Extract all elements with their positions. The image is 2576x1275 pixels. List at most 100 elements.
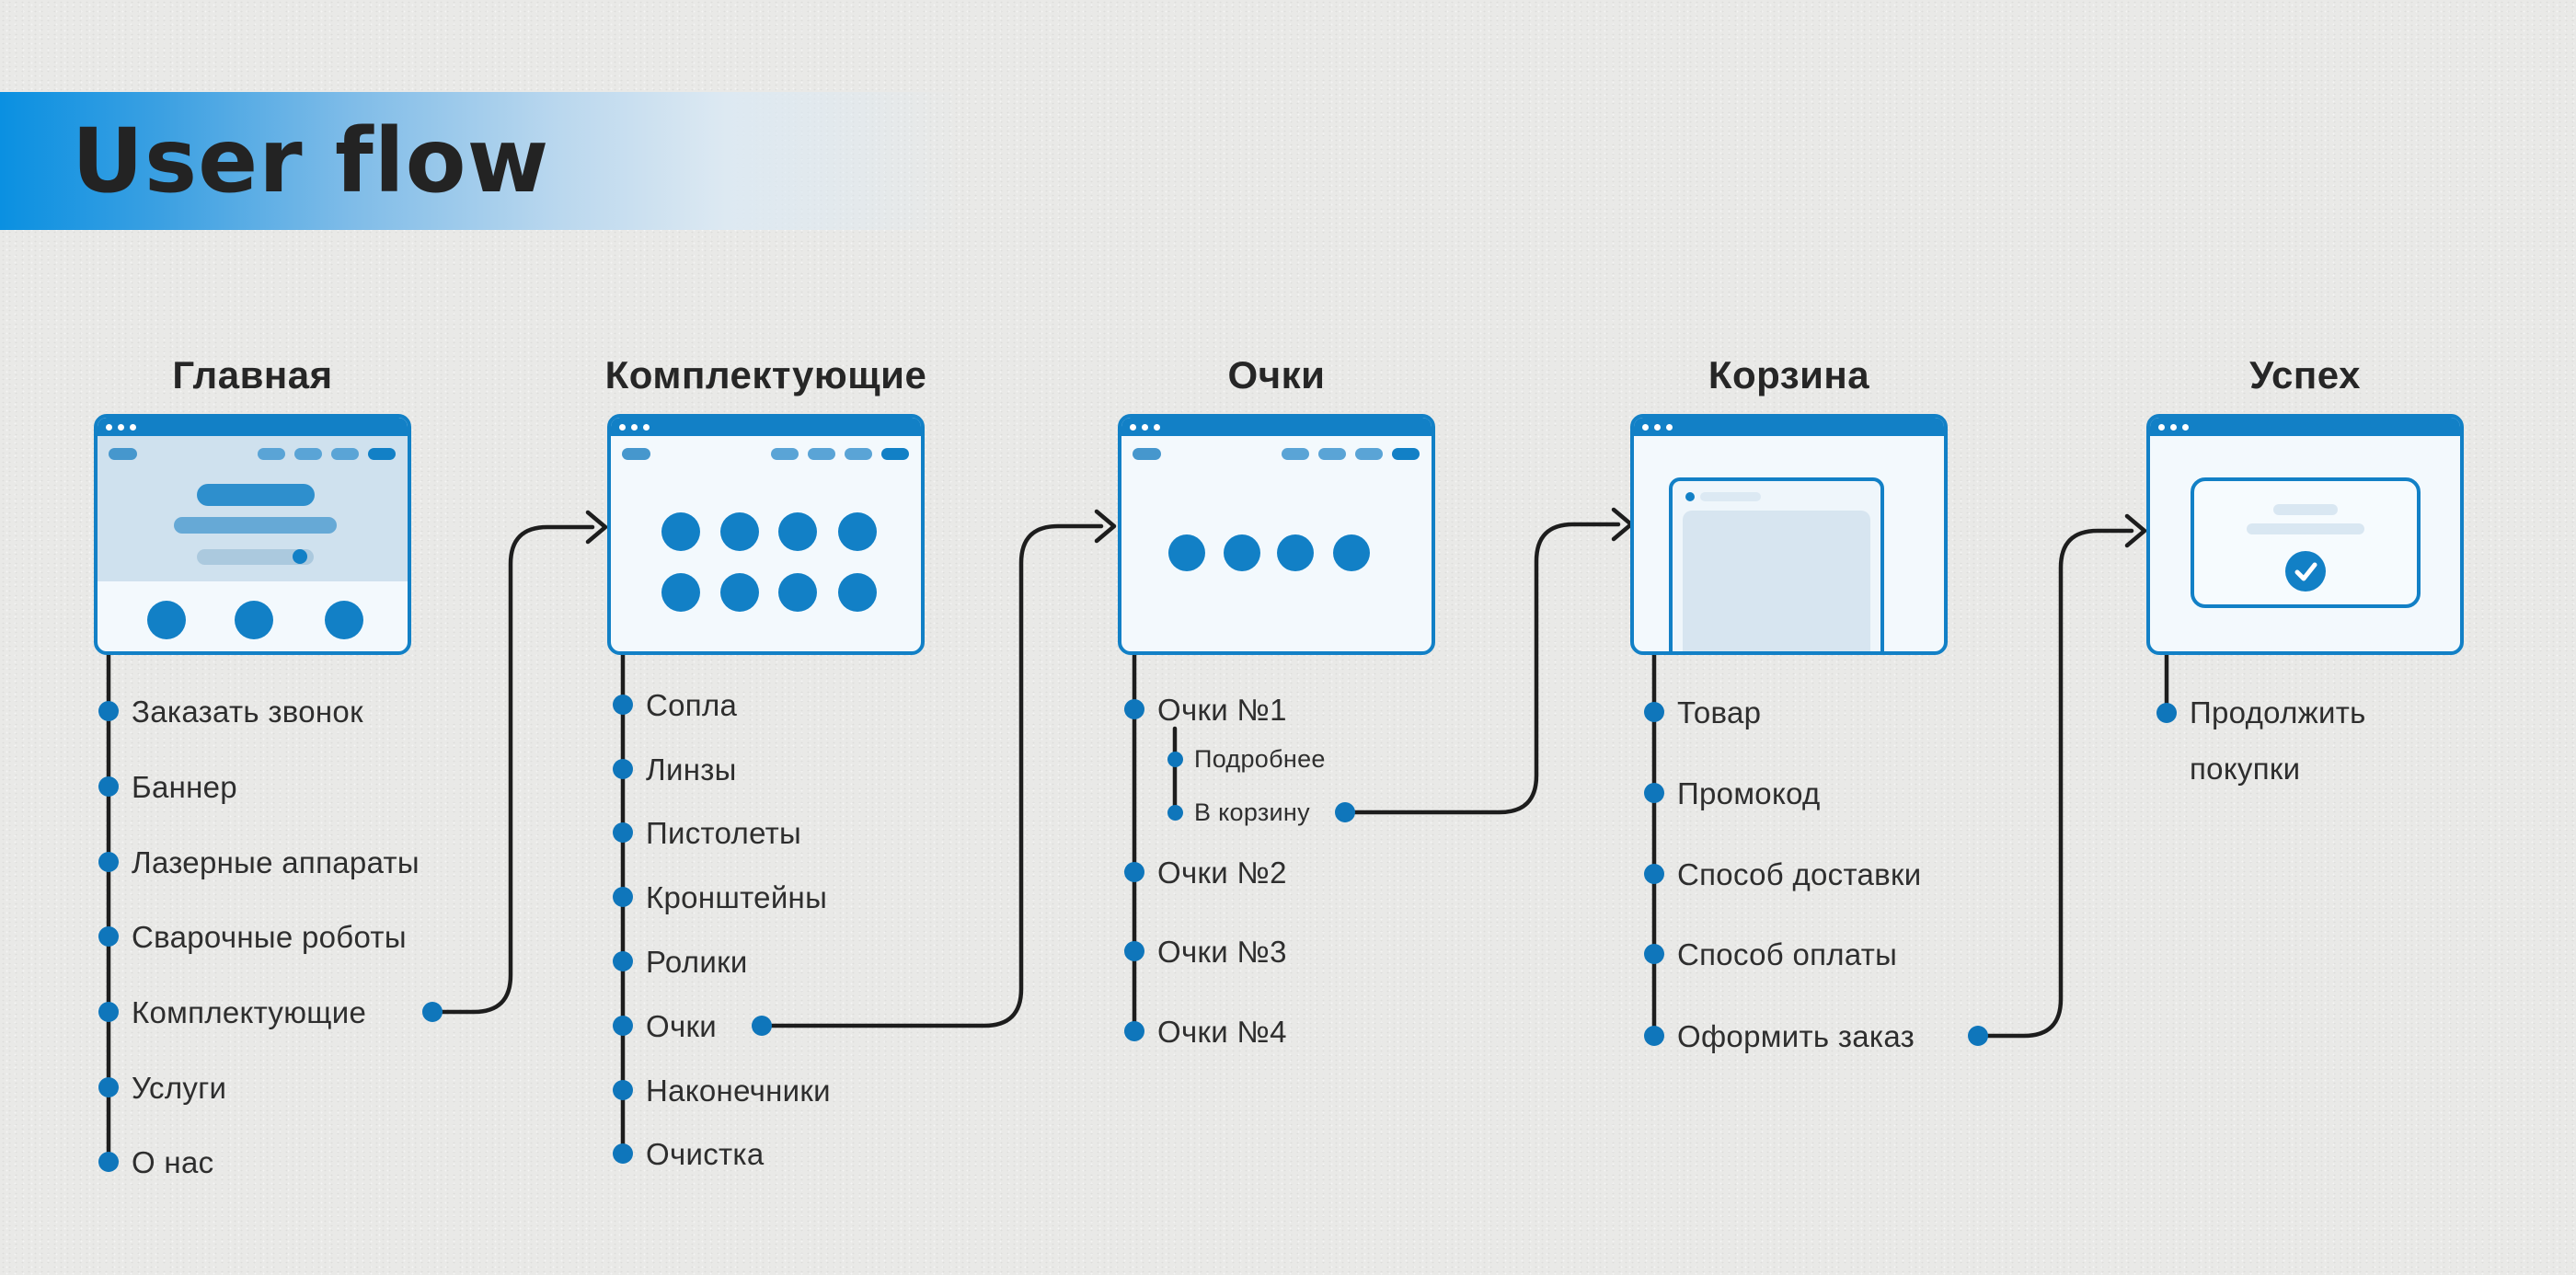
item-bullet	[613, 951, 633, 971]
item-label: Сварочные роботы	[132, 919, 407, 954]
window-nav-row-glasses	[1133, 448, 1420, 460]
page-title: User flow	[72, 109, 550, 212]
feature-circle	[1224, 534, 1260, 571]
window-dot	[643, 423, 650, 431]
feature-circle	[1168, 534, 1205, 571]
cart-items-panel	[1683, 511, 1870, 651]
logo-pill	[109, 448, 137, 460]
flow-subitem-glasses-1: В корзину	[1167, 798, 1310, 827]
item-bullet	[1124, 1021, 1144, 1041]
item-bullet	[98, 776, 119, 797]
column-title-cart: Корзина	[1708, 353, 1870, 396]
flow-item-components-6: Наконечники	[613, 1072, 831, 1108]
nav-pill-group	[1282, 448, 1420, 460]
flow-item-home-3: Сварочные роботы	[98, 918, 407, 955]
flow-item-home-1: Баннер	[98, 768, 237, 805]
flow-item-cart-2: Способ доставки	[1644, 856, 1921, 892]
feature-circle	[235, 601, 273, 639]
feature-circle	[1277, 534, 1314, 571]
flow-item-components-0: Сопла	[613, 686, 737, 723]
flow-item-home-5: Услуги	[98, 1069, 226, 1106]
item-label: Баннер	[132, 769, 237, 804]
feature-circle	[720, 573, 759, 612]
window-dot	[2182, 423, 2189, 431]
item-label: Подробнее	[1194, 744, 1326, 773]
flow-item-cart-1: Промокод	[1644, 775, 1821, 811]
feature-circle	[661, 512, 700, 551]
window-dot	[619, 423, 626, 431]
flow-item-glasses-2: Очки №3	[1124, 933, 1287, 970]
flow-item-glasses-1: Очки №2	[1124, 854, 1287, 890]
window-titlebar	[611, 418, 921, 436]
flow-item-glasses-0: Очки №1	[1124, 691, 1287, 728]
window-nav-row-components	[622, 448, 909, 460]
feature-circle	[838, 512, 877, 551]
item-label: Заказать звонок	[132, 694, 363, 729]
window-dot	[1154, 423, 1160, 431]
flow-item-cart-3: Способ оплаты	[1644, 936, 1897, 972]
feature-circle	[838, 573, 877, 612]
item-bullet	[1167, 751, 1183, 767]
column-title-success: Успех	[2249, 353, 2361, 396]
item-bullet	[1644, 1026, 1664, 1046]
item-bullet	[2156, 703, 2177, 723]
hero-text-bar	[197, 484, 315, 506]
item-bullet	[98, 926, 119, 947]
item-label: Ролики	[646, 944, 748, 979]
cart-modal-card	[1669, 477, 1884, 651]
title-banner: User flow	[0, 92, 1067, 230]
item-label: Оформить заказ	[1677, 1018, 1915, 1053]
item-bullet	[613, 695, 633, 715]
item-label: Товар	[1677, 695, 1762, 729]
window-titlebar	[2150, 418, 2460, 436]
item-bullet	[1644, 783, 1664, 803]
window-titlebar	[1634, 418, 1944, 436]
window-titlebar	[98, 418, 408, 436]
window-dot	[1642, 423, 1649, 431]
item-bullet	[1167, 804, 1183, 821]
nav-pill-active	[368, 448, 396, 460]
item-bullet	[98, 1152, 119, 1172]
window-nav-row-home	[109, 448, 396, 460]
window-dot	[2170, 423, 2177, 431]
window-dot	[1666, 423, 1673, 431]
item-label: Пистолеты	[646, 815, 802, 850]
flow-item-home-4: Комплектующие	[98, 994, 366, 1030]
flow-item-cart-4: Оформить заказ	[1644, 1017, 1915, 1054]
browser-window-cart	[1630, 414, 1948, 655]
connector-dot	[752, 1016, 772, 1036]
item-bullet	[1124, 699, 1144, 719]
item-bullet	[613, 1143, 633, 1164]
item-bullet	[98, 701, 119, 721]
flow-item-home-0: Заказать звонок	[98, 693, 363, 729]
item-label: Способ доставки	[1677, 856, 1922, 891]
window-dot	[118, 423, 124, 431]
item-label: Очки №1	[1157, 692, 1287, 727]
modal-text-bar	[2247, 523, 2364, 534]
item-label: Наконечники	[646, 1073, 831, 1108]
hero-text-bar	[197, 549, 314, 565]
item-label: В корзину	[1194, 798, 1310, 826]
item-label: Линзы	[646, 752, 737, 787]
feature-circle	[661, 573, 700, 612]
item-bullet	[1644, 702, 1664, 722]
flow-item-components-7: Очистка	[613, 1135, 765, 1172]
column-title-home: Главная	[172, 353, 333, 396]
item-bullet	[613, 822, 633, 843]
feature-circle	[720, 512, 759, 551]
item-label: Способ оплаты	[1677, 936, 1898, 971]
nav-pill	[294, 448, 322, 460]
flow-item-components-1: Линзы	[613, 751, 737, 787]
browser-window-components	[607, 414, 925, 655]
item-label: Комплектующие	[132, 994, 367, 1029]
modal-title-bar	[1700, 492, 1761, 501]
connector-dot	[422, 1002, 443, 1022]
browser-window-success	[2146, 414, 2464, 655]
nav-pill-active	[1392, 448, 1420, 460]
flow-item-cart-0: Товар	[1644, 694, 1761, 730]
item-label: Очки №2	[1157, 855, 1287, 890]
flow-item-home-6: О нас	[98, 1143, 213, 1180]
nav-pill	[808, 448, 835, 460]
item-label: Продолжить покупки	[2190, 695, 2366, 787]
